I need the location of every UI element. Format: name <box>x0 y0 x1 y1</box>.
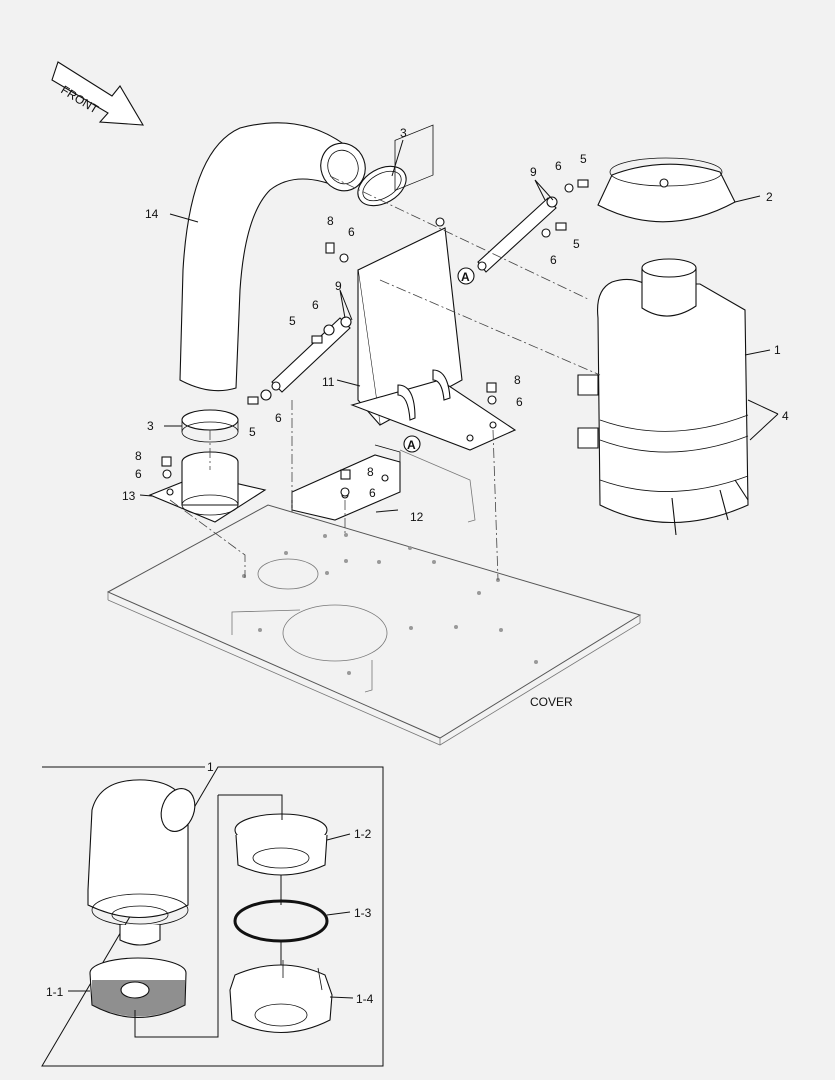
callout-13: 13 <box>122 489 136 503</box>
callout-8: 8 <box>135 449 142 463</box>
support-plate <box>291 444 401 521</box>
callout-6: 6 <box>369 486 376 500</box>
callout-6: 6 <box>516 395 523 409</box>
mount-bracket <box>350 124 517 451</box>
callout-6: 6 <box>135 467 142 481</box>
front-arrow: FRONT <box>51 61 145 126</box>
brace-rod-right <box>477 196 558 273</box>
callout-6: 6 <box>312 298 319 312</box>
callout-5: 5 <box>573 237 580 251</box>
ref-marker-a-2: A <box>403 435 421 453</box>
hose-clamp-upper <box>357 165 407 207</box>
callout-3: 3 <box>400 126 407 140</box>
air-cleaner <box>577 258 749 536</box>
callout-5: 5 <box>580 152 587 166</box>
inset-label-1-3: 1-3 <box>354 906 372 920</box>
inset-label-1-4: 1-4 <box>356 992 374 1006</box>
inset-detail: 1 <box>41 760 384 1067</box>
callout-6: 6 <box>550 253 557 267</box>
callout-6: 6 <box>275 411 282 425</box>
cover-plate <box>106 449 642 746</box>
hardware <box>161 179 589 497</box>
o-ring <box>233 899 329 943</box>
callout-6: 6 <box>555 159 562 173</box>
leader-lines <box>139 139 779 513</box>
callouts: 14 3 3 2 1 4 11 12 13 9 9 5 5 5 5 6 6 6 … <box>122 126 789 524</box>
callout-4: 4 <box>782 409 789 423</box>
callout-8: 8 <box>367 465 374 479</box>
callout-9: 9 <box>530 165 537 179</box>
inset-label-1-2: 1-2 <box>354 827 372 841</box>
callout-1: 1 <box>774 343 781 357</box>
callout-5: 5 <box>249 425 256 439</box>
svg-text:A: A <box>407 438 416 452</box>
callout-12: 12 <box>410 510 424 524</box>
svg-text:A: A <box>461 270 470 284</box>
callout-11: 11 <box>322 375 335 389</box>
precleaner-cap <box>597 157 736 223</box>
callout-9: 9 <box>335 279 342 293</box>
callout-5: 5 <box>289 314 296 328</box>
brace-rod-left <box>271 316 352 393</box>
intake-hose <box>179 122 366 392</box>
centerlines <box>169 175 601 581</box>
callout-3: 3 <box>147 419 154 433</box>
cleaner-cap <box>234 813 328 876</box>
ref-marker-a-1: A <box>457 267 475 285</box>
cover-label: COVER <box>530 695 573 709</box>
dust-cover <box>229 960 333 1033</box>
callout-2: 2 <box>766 190 773 204</box>
callout-14: 14 <box>145 207 159 221</box>
callout-8: 8 <box>327 214 334 228</box>
inset-label-1-1: 1-1 <box>46 985 64 999</box>
filter-element <box>89 957 187 1018</box>
inset-title: 1 <box>207 760 214 774</box>
callout-8: 8 <box>514 373 521 387</box>
callout-6: 6 <box>348 225 355 239</box>
